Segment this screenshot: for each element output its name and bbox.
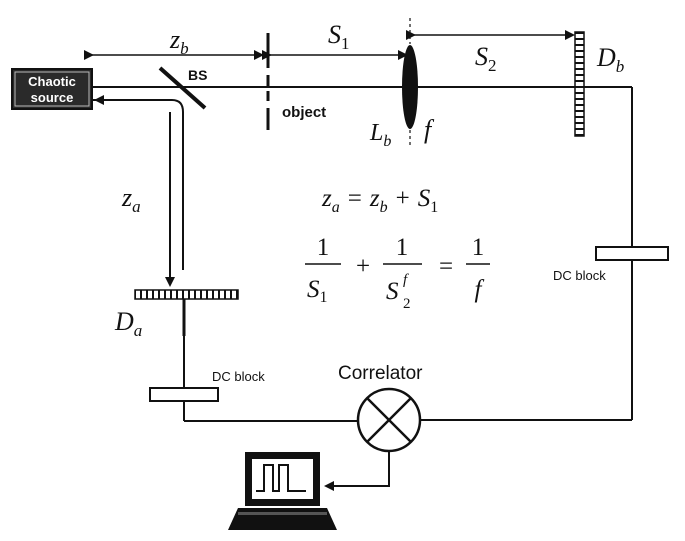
source-label-line1: Chaotic bbox=[28, 74, 76, 89]
chaotic-source: Chaotic source bbox=[11, 68, 93, 110]
db-label: Db bbox=[596, 43, 624, 76]
dc-block-b bbox=[595, 246, 669, 261]
eq2-plus: + bbox=[356, 253, 370, 280]
screen-signal-plot bbox=[256, 464, 306, 492]
eq2-num1: 1 bbox=[317, 234, 330, 261]
za-label: za bbox=[121, 183, 141, 216]
detector-da bbox=[134, 289, 239, 300]
beam-splitter bbox=[158, 66, 207, 110]
detector-db bbox=[574, 31, 585, 137]
zb-label: zb bbox=[169, 25, 189, 58]
laptop-icon bbox=[228, 452, 337, 530]
correlator-cross-b bbox=[366, 397, 412, 443]
lb-label: Lb bbox=[369, 120, 391, 150]
dc-block-b-label: DC block bbox=[553, 268, 606, 283]
correlator-label: Correlator bbox=[338, 363, 423, 384]
eq2-den2-sup: f bbox=[403, 272, 409, 288]
eq2-den1: S1 bbox=[307, 276, 328, 306]
eq2-num2: 1 bbox=[396, 234, 409, 261]
eq2-equals: = bbox=[439, 253, 453, 280]
dc-block-a-label: DC block bbox=[212, 369, 265, 384]
object-label: object bbox=[282, 104, 326, 121]
source-label-line2: source bbox=[31, 90, 74, 105]
equation-2: 1 S1 + 1 S f 2 = 1 f bbox=[305, 234, 490, 312]
beam-reference-arm bbox=[92, 99, 184, 270]
eq2-num3: 1 bbox=[472, 234, 485, 261]
equation-1: za=zb+S1 bbox=[321, 185, 438, 216]
lens-lb bbox=[402, 45, 418, 129]
arrow-to-computer bbox=[324, 451, 390, 491]
f-label: f bbox=[424, 115, 435, 144]
eq2-den2: S bbox=[386, 278, 399, 305]
s1-label: S1 bbox=[328, 20, 350, 53]
eq2-den2-sub: 2 bbox=[403, 296, 411, 312]
da-label: Da bbox=[114, 307, 142, 340]
s2-label: S2 bbox=[475, 42, 497, 75]
bs-label: BS bbox=[188, 67, 207, 83]
dc-block-a bbox=[149, 387, 219, 402]
eq2-den3: f bbox=[475, 276, 485, 303]
